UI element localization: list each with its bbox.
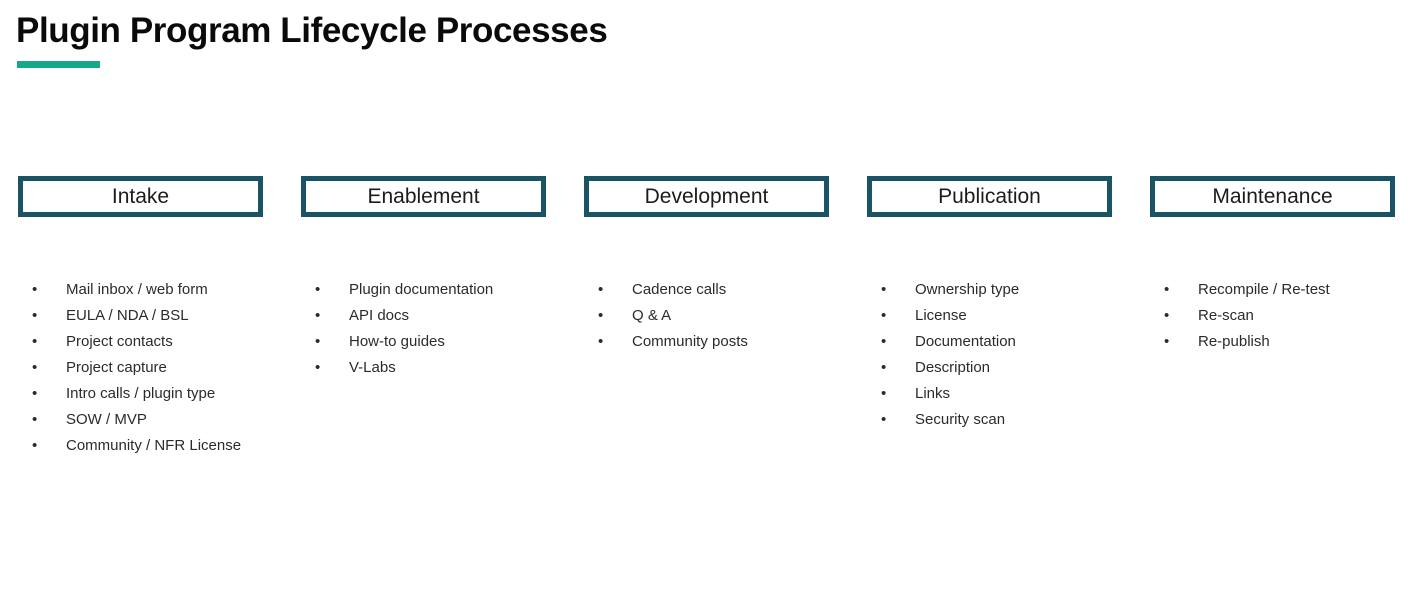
list-item: • Cadence calls <box>584 277 829 303</box>
bullet-icon: • <box>881 333 887 350</box>
list-item: • Documentation <box>867 329 1112 355</box>
phase-item-list: • Ownership type • License • Documentation • De… <box>867 277 1112 433</box>
phase-item-list: •Mail inbox / web form•EULA / NDA / BSL•… <box>18 277 263 459</box>
bullet-icon: • <box>315 307 321 324</box>
list-item-label: Community / NFR License <box>66 437 242 454</box>
phase-header-box-maintenance[interactable]: Maintenance <box>1150 176 1395 217</box>
list-item-label: Recompile / Re-test <box>1198 281 1330 298</box>
bullet-icon: • <box>1164 307 1170 324</box>
list-item-label: Re-publish <box>1198 333 1270 350</box>
list-item: • Ownership type <box>867 277 1112 303</box>
bullet-icon: • <box>315 359 321 376</box>
bullet-icon: • <box>598 333 604 350</box>
bullet-icon: • <box>32 307 38 324</box>
phase-item-list: • Plugin documentation • API docs • How-to gu… <box>301 277 546 381</box>
list-item: • Community posts <box>584 329 829 355</box>
phase-header-box-enablement[interactable]: Enablement <box>301 176 546 217</box>
list-item-label: Security scan <box>915 411 1006 428</box>
phase-header-box-publication[interactable]: Publication <box>867 176 1112 217</box>
bullet-icon: • <box>32 411 38 428</box>
list-item-label: Links <box>915 385 951 402</box>
phase-column-publication: Publication • Ownership type • License • Docum… <box>867 176 1112 433</box>
bullet-icon: • <box>598 307 604 324</box>
title-accent-bar <box>17 61 100 68</box>
list-item-label: Cadence calls <box>632 281 727 298</box>
list-item: • Re-scan <box>1150 303 1395 329</box>
list-item-label: Mail inbox / web form <box>66 281 208 298</box>
list-item-label: License <box>915 307 967 324</box>
list-item-label: EULA / NDA / BSL <box>66 307 189 324</box>
bullet-icon: • <box>32 385 38 402</box>
list-item: • SOW / MVP <box>18 407 263 433</box>
bullet-icon: • <box>32 437 38 454</box>
list-item: • Mail inbox / web form <box>18 277 263 303</box>
bullet-icon: • <box>315 333 321 350</box>
list-item: • Re-publish <box>1150 329 1395 355</box>
phase-item-list: • Recompile / Re-test • Re-scan • Re-publish <box>1150 277 1395 355</box>
list-item: • Plugin documentation <box>301 277 546 303</box>
list-item-label: Intro calls / plugin type <box>66 385 216 402</box>
list-item: • Community / NFR License <box>18 433 263 459</box>
phase-header-label: Enablement <box>367 184 480 208</box>
list-item-label: Re-scan <box>1198 307 1254 324</box>
list-item-label: Project contacts <box>66 333 173 350</box>
list-item: • Project capture <box>18 355 263 381</box>
list-item: • License <box>867 303 1112 329</box>
bullet-icon: • <box>32 359 38 376</box>
phase-item-list: • Cadence calls • Q & A • Community posts <box>584 277 829 355</box>
list-item: • API docs <box>301 303 546 329</box>
list-item: • Project contacts <box>18 329 263 355</box>
list-item-label: Documentation <box>915 333 1016 350</box>
lifecycle-phase-columns: Intake • Mail inbox / web form • EULA / NDA … <box>18 176 1395 459</box>
phase-column-development: Development • Cadence calls • Q & A • Communit… <box>584 176 829 355</box>
phase-header-label: Intake <box>111 184 170 208</box>
phase-column-enablement: Enablement • Plugin documentation • API docs… <box>301 176 546 381</box>
bullet-icon: • <box>32 281 38 298</box>
phase-column-intake: Intake • Mail inbox / web form • EULA / NDA … <box>18 176 263 459</box>
list-item-label: Description <box>915 359 991 376</box>
bullet-icon: • <box>1164 281 1170 298</box>
list-item: • How-to guides <box>301 329 546 355</box>
list-item: • Q & A <box>584 303 829 329</box>
list-item: • Links <box>867 381 1112 407</box>
list-item-label: V-Labs <box>349 359 396 376</box>
phase-header-box-development[interactable]: Development <box>584 176 829 217</box>
phase-header-label: Development <box>644 184 769 208</box>
bullet-icon: • <box>881 307 887 324</box>
list-item-label: Project capture <box>66 359 167 376</box>
bullet-icon: • <box>881 359 887 376</box>
page-title: Plugin Program Lifecycle Processes <box>16 11 608 50</box>
list-item-label: How-to guides <box>349 333 445 350</box>
phase-header-label: Publication <box>938 184 1041 208</box>
list-item-label: Q & A <box>632 307 672 324</box>
list-item-label: Plugin documentation <box>349 281 494 298</box>
bullet-icon: • <box>32 333 38 350</box>
list-item-label: API docs <box>349 307 410 324</box>
phase-header-box-intake[interactable]: Intake <box>18 176 263 217</box>
list-item-label: Community posts <box>632 333 748 350</box>
list-item-label: SOW / MVP <box>66 411 147 428</box>
list-item: • EULA / NDA / BSL <box>18 303 263 329</box>
list-item: • Intro calls / plugin type <box>18 381 263 407</box>
bullet-icon: • <box>881 281 887 298</box>
list-item: • Security scan <box>867 407 1112 433</box>
list-item: • V-Labs <box>301 355 546 381</box>
bullet-icon: • <box>598 281 604 298</box>
bullet-icon: • <box>315 281 321 298</box>
phase-column-maintenance: Maintenance•Recompile / Re-test•Re-scan•… <box>1150 176 1395 355</box>
bullet-icon: • <box>881 411 887 428</box>
list-item-label: Ownership type <box>915 281 1020 298</box>
bullet-icon: • <box>881 385 887 402</box>
bullet-icon: • <box>1164 333 1170 350</box>
phase-header-label: Maintenance <box>1212 184 1333 208</box>
list-item: • Recompile / Re-test <box>1150 277 1395 303</box>
list-item: • Description <box>867 355 1112 381</box>
